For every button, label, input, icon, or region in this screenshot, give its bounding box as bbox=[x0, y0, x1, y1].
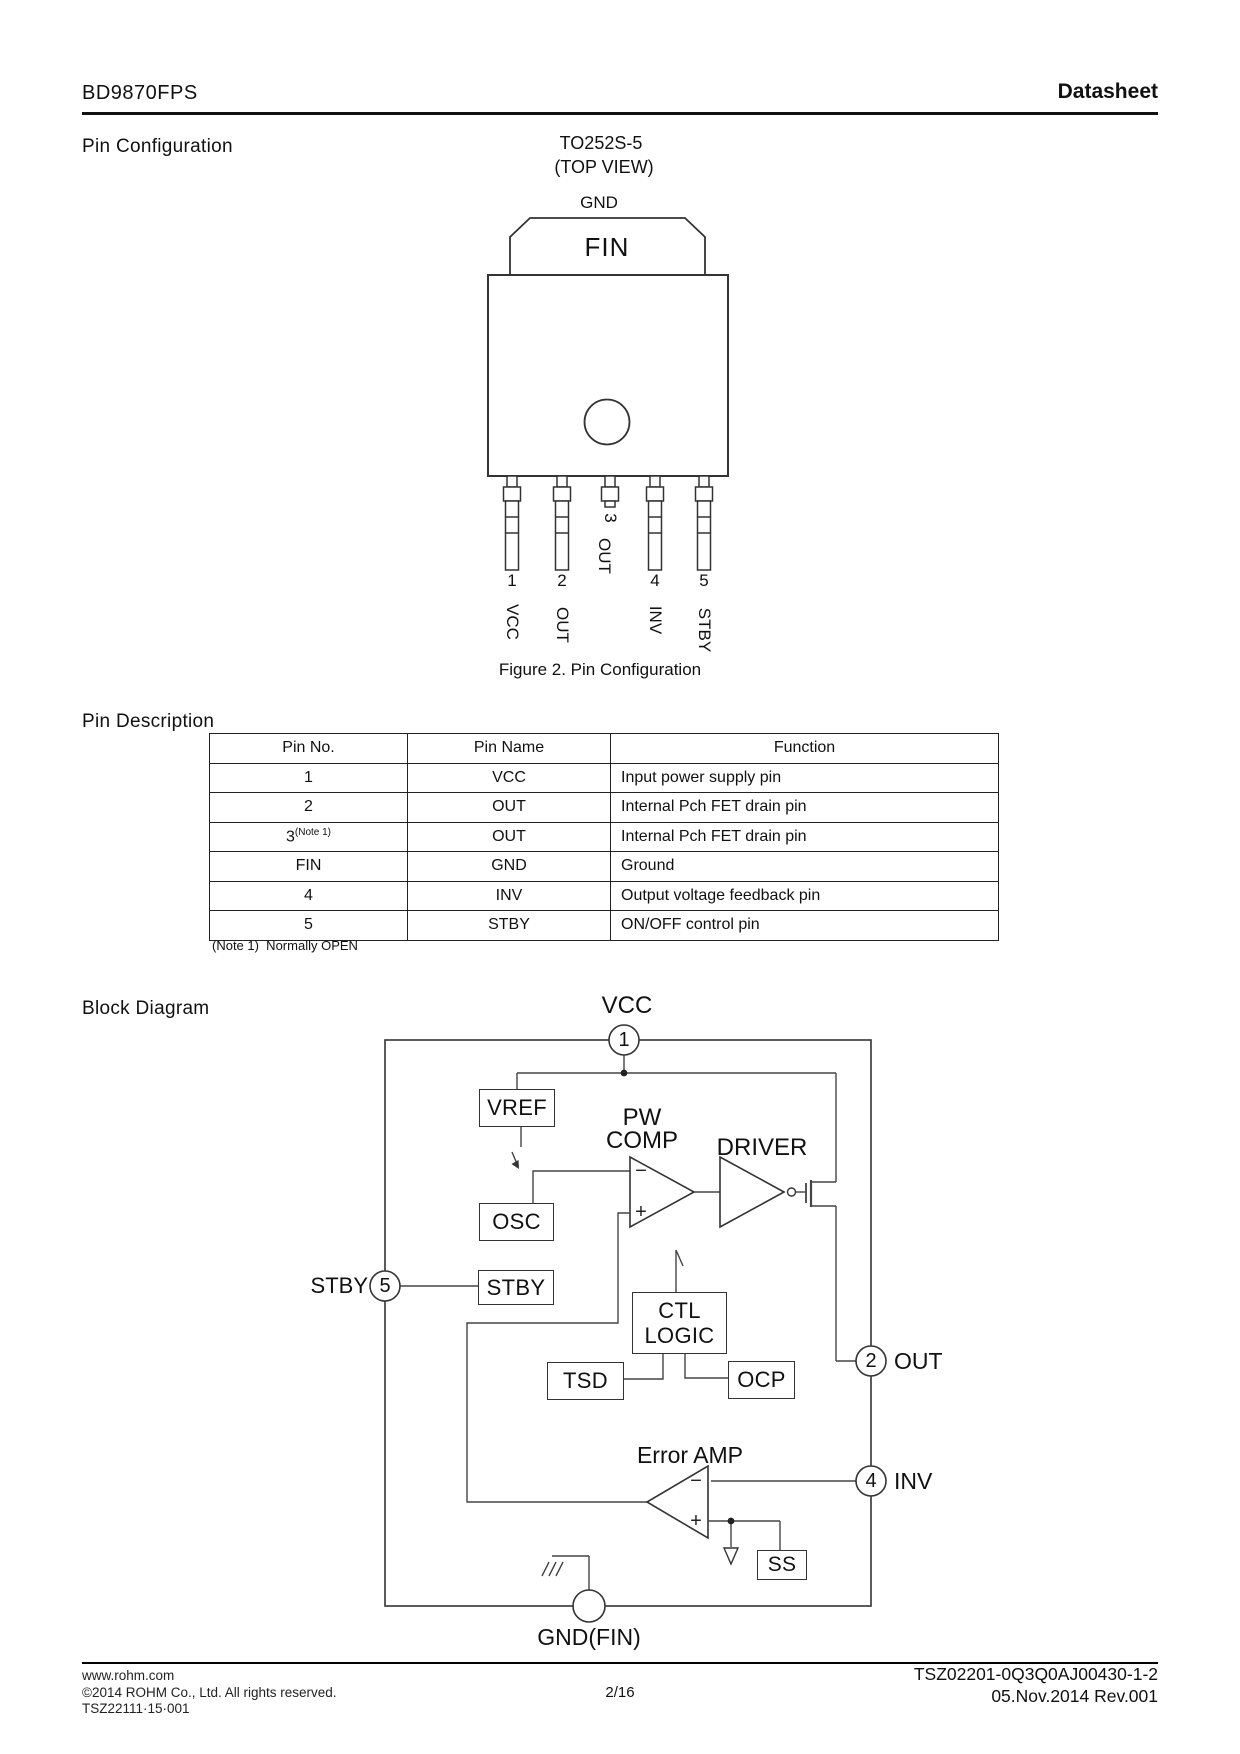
vref-block: VREF bbox=[479, 1089, 555, 1127]
gnd-pin-label: GND(FIN) bbox=[537, 1624, 641, 1650]
package-gnd-label: GND bbox=[580, 193, 618, 212]
error-amp-plus-sign: + bbox=[690, 1510, 702, 1532]
footer-left: www.rohm.com ©2014 ROHM Co., Ltd. All ri… bbox=[82, 1668, 337, 1718]
ss-block: SS bbox=[757, 1550, 807, 1580]
table-row: 5 STBY ON/OFF control pin bbox=[209, 910, 999, 941]
page-title: BD9870FPS bbox=[82, 82, 198, 104]
driver-label: DRIVER bbox=[716, 1134, 808, 1161]
col-header-function: Function bbox=[610, 733, 999, 764]
package-name: TO252S-5 bbox=[559, 133, 643, 153]
footer-tsz-code: TSZ22111·15·001 bbox=[82, 1701, 190, 1716]
table-header-row: Pin No. Pin Name Function bbox=[209, 733, 999, 764]
out-pin-label: OUT bbox=[894, 1348, 943, 1374]
inv-pin-number: 4 bbox=[865, 1470, 877, 1492]
vref-arrowhead bbox=[511, 1160, 519, 1169]
driver-triangle bbox=[719, 1155, 786, 1229]
doc-type-label: Datasheet bbox=[1057, 80, 1158, 103]
note-superscript: (Note 1) bbox=[294, 827, 332, 839]
error-amp-minus-sign: − bbox=[690, 1470, 702, 1492]
figure-caption: Figure 2. Pin Configuration bbox=[498, 660, 702, 679]
footer-revision: 05.Nov.2014 Rev.001 bbox=[991, 1686, 1158, 1706]
out-pin-number: 2 bbox=[865, 1350, 877, 1372]
table-note: (Note 1) Normally OPEN bbox=[212, 938, 358, 953]
pin-configuration-heading: Pin Configuration bbox=[82, 136, 233, 157]
footer-doc-number: TSZ02201-0Q3Q0AJ00430-1-2 bbox=[913, 1664, 1158, 1684]
package-fin-label: FIN bbox=[584, 232, 630, 262]
stby-pin-label: STBY bbox=[310, 1273, 368, 1298]
col-header-pin-name: Pin Name bbox=[407, 733, 611, 764]
stby-block: STBY bbox=[478, 1270, 554, 1305]
chassis-ground-icon bbox=[541, 1561, 564, 1577]
package-view: (TOP VIEW) bbox=[554, 157, 654, 177]
table-row: 3(Note 1) OUT Internal Pch FET drain pin bbox=[209, 821, 999, 852]
package-hole bbox=[583, 398, 631, 446]
col-header-pin-no: Pin No. bbox=[209, 733, 408, 764]
pin-description-heading: Pin Description bbox=[82, 711, 215, 732]
ocp-block: OCP bbox=[728, 1361, 795, 1399]
error-amp-label: Error AMP bbox=[636, 1442, 744, 1468]
pin2-number: 2 bbox=[557, 571, 567, 590]
vcc-pin-number: 1 bbox=[618, 1029, 630, 1051]
pin3-name: OUT bbox=[595, 538, 614, 574]
table-row: 2 OUT Internal Pch FET drain pin bbox=[209, 792, 999, 823]
pin-circle-gnd bbox=[572, 1589, 606, 1623]
table-row: 1 VCC Input power supply pin bbox=[209, 762, 999, 793]
footer-copyright: ©2014 ROHM Co., Ltd. All rights reserved… bbox=[82, 1684, 337, 1700]
pin-description-table: Pin No. Pin Name Function 1 VCC Input po… bbox=[209, 733, 999, 941]
inverter-bubble bbox=[786, 1187, 797, 1197]
footer-rule bbox=[82, 1662, 1158, 1664]
table-row: FIN GND Ground bbox=[209, 851, 999, 882]
pwcomp-plus-sign: + bbox=[635, 1201, 647, 1223]
pin5-number: 5 bbox=[699, 571, 709, 590]
block-diagram-heading: Block Diagram bbox=[82, 998, 210, 1019]
vcc-pin-label: VCC bbox=[601, 992, 653, 1019]
pwcomp-minus-sign: − bbox=[635, 1160, 647, 1182]
pin4-number: 4 bbox=[650, 571, 660, 590]
tsd-block: TSD bbox=[547, 1362, 624, 1400]
osc-block: OSC bbox=[479, 1203, 554, 1241]
page-number: 2/16 bbox=[605, 1684, 635, 1701]
stby-pin-number: 5 bbox=[379, 1275, 391, 1297]
header-rule bbox=[82, 112, 1158, 115]
table-row: 4 INV Output voltage feedback pin bbox=[209, 880, 999, 911]
pin1-number: 1 bbox=[507, 571, 517, 590]
inv-pin-label: INV bbox=[894, 1468, 933, 1494]
footer-url[interactable]: www.rohm.com bbox=[82, 1668, 175, 1683]
package-body bbox=[487, 274, 729, 477]
vref-symbol bbox=[722, 1547, 740, 1566]
